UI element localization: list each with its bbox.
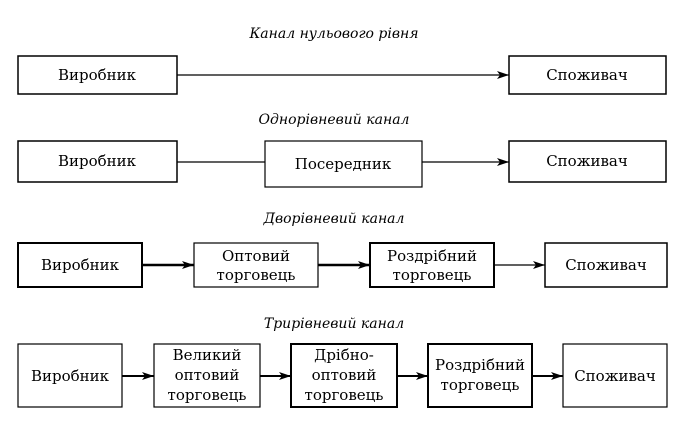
node-label: Споживач [574, 367, 656, 385]
channel-title: Канал нульового рівня [248, 26, 418, 42]
node-label: Виробник [31, 367, 110, 385]
node-label: Роздрібний [435, 356, 525, 374]
node-label: оптовий [312, 366, 377, 384]
node-label: Виробник [41, 256, 120, 274]
node-box [562, 343, 668, 408]
node-label: торговець [168, 386, 247, 404]
node-label: Виробник [58, 152, 137, 170]
node-label: торговець [393, 266, 472, 284]
channel-row-two-level: Дворівневий канал Виробник Оптовий торго… [17, 211, 668, 288]
node-box [17, 55, 178, 95]
node-label: Великий [173, 346, 242, 364]
node-label: Посередник [295, 155, 392, 173]
node-box [153, 343, 261, 408]
node-label: Споживач [565, 256, 647, 274]
node-box [264, 140, 423, 188]
channel-title: Трирівневий канал [264, 316, 404, 332]
node-label: торговець [217, 266, 296, 284]
node-label: торговець [305, 386, 384, 404]
node-label: оптовий [175, 366, 240, 384]
channel-title: Дворівневий канал [263, 211, 405, 227]
channel-row-zero-level: Канал нульового рівня Виробник Споживач [17, 26, 667, 95]
node-label: Роздрібний [387, 247, 477, 265]
node-box [290, 343, 398, 408]
channel-title: Однорівневий канал [259, 112, 410, 128]
node-label: торговець [441, 376, 520, 394]
node-box [427, 343, 533, 408]
node-box [17, 140, 178, 183]
node-box [17, 343, 123, 408]
channel-row-three-level: Трирівневий канал Виробник Великий оптов… [17, 316, 668, 408]
node-label: Споживач [546, 66, 628, 84]
node-label: Споживач [546, 152, 628, 170]
node-box [508, 55, 667, 95]
node-label: Дрібно- [314, 346, 374, 364]
node-box [17, 242, 143, 288]
node-label: Виробник [58, 66, 137, 84]
channel-row-one-level: Однорівневий канал Виробник Посередник С… [17, 112, 667, 188]
node-label: Оптовий [222, 247, 290, 265]
